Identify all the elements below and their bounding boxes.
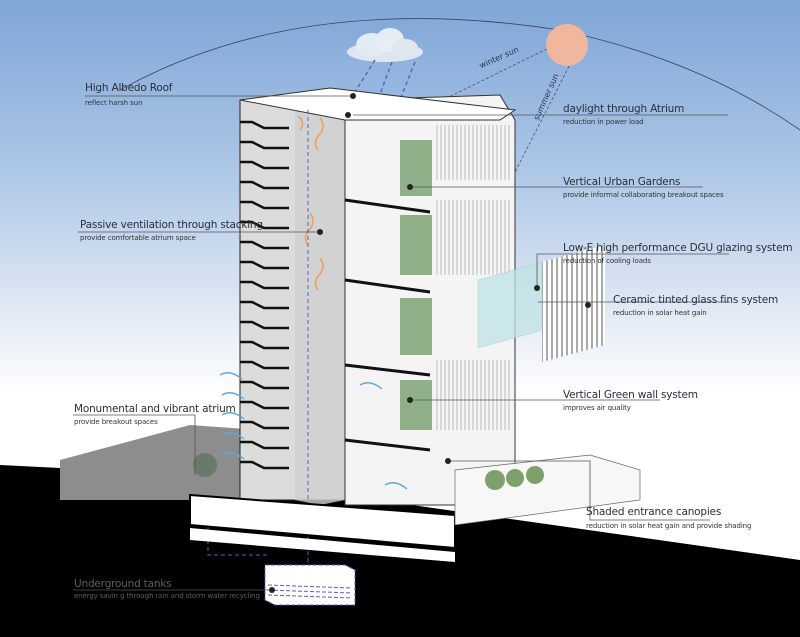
annotation-green-wall: Vertical Green wall system improves air … — [563, 389, 698, 413]
annotation-low-e-glazing: Low-E high performance DGU glazing syste… — [563, 242, 793, 266]
annotation-passive-ventilation: Passive ventilation through stacking pro… — [80, 219, 263, 243]
annotation-title: Underground tanks — [74, 578, 172, 590]
annotation-subtitle: provide comfortable atrium space — [80, 234, 196, 242]
ceramic-fins — [542, 245, 605, 362]
annotation-vertical-urban-gardens: Vertical Urban Gardens provide informal … — [563, 176, 724, 200]
cool-airflow — [219, 372, 408, 490]
leader-dots — [269, 93, 591, 593]
leader-lines — [73, 95, 730, 591]
annotation-title: High Albedo Roof — [85, 82, 173, 94]
sun-icon — [546, 24, 588, 66]
annotation-ceramic-fins: Ceramic tinted glass fins system reducti… — [613, 294, 778, 318]
basement-level-1 — [189, 493, 456, 550]
cloud-icon — [347, 28, 423, 62]
annotation-title: Passive ventilation through stacking — [80, 219, 263, 231]
floor-slabs — [240, 120, 289, 470]
underground-tank — [264, 564, 356, 606]
basement-level-2 — [190, 528, 455, 562]
annotation-title: Vertical Urban Gardens — [563, 176, 681, 188]
vertical-gardens — [400, 140, 432, 430]
office-slabs — [344, 198, 431, 452]
annotation-subtitle: reduction in solar heat gain — [613, 309, 707, 317]
annotation-title: daylight through Atrium — [563, 103, 685, 115]
sun-path-arc — [119, 18, 800, 131]
annotation-title: Ceramic tinted glass fins system — [613, 294, 778, 306]
annotation-subtitle: energy savin g through rain and storm wa… — [74, 592, 260, 600]
annotation-subtitle: reduction in power load — [563, 118, 644, 126]
annotation-subtitle: reflect harsh sun — [85, 99, 143, 107]
annotation-subtitle: provide breakout spaces — [74, 418, 158, 426]
annotation-subtitle: reduction of cooling loads — [563, 257, 651, 265]
annotation-daylight-atrium: daylight through Atrium reduction in pow… — [563, 103, 684, 127]
annotation-title: Vertical Green wall system — [563, 389, 698, 401]
atrium-void — [295, 100, 345, 505]
annotation-title: Monumental and vibrant atrium — [74, 403, 236, 415]
annotation-atrium: Monumental and vibrant atrium provide br… — [74, 403, 236, 427]
facade-fins — [435, 125, 510, 430]
site-plinth — [60, 425, 260, 500]
annotation-subtitle: reduction in solar heat gain and provide… — [586, 522, 752, 530]
annotation-subtitle: provide informal collaborating breakout … — [563, 191, 724, 199]
annotation-title: Low-E high performance DGU glazing syste… — [563, 242, 793, 254]
annotation-subtitle: improves air quality — [563, 404, 631, 412]
warm-airflow — [297, 115, 324, 291]
annotation-title: Shaded entrance canopies — [586, 506, 722, 518]
annotation-underground-tanks: Underground tanks energy savin g through… — [74, 578, 260, 601]
landscape-trees — [193, 453, 544, 490]
annotation-high-albedo-roof: High Albedo Roof reflect harsh sun — [85, 82, 172, 108]
annotation-entrance-canopies: Shaded entrance canopies reduction in so… — [586, 506, 751, 531]
